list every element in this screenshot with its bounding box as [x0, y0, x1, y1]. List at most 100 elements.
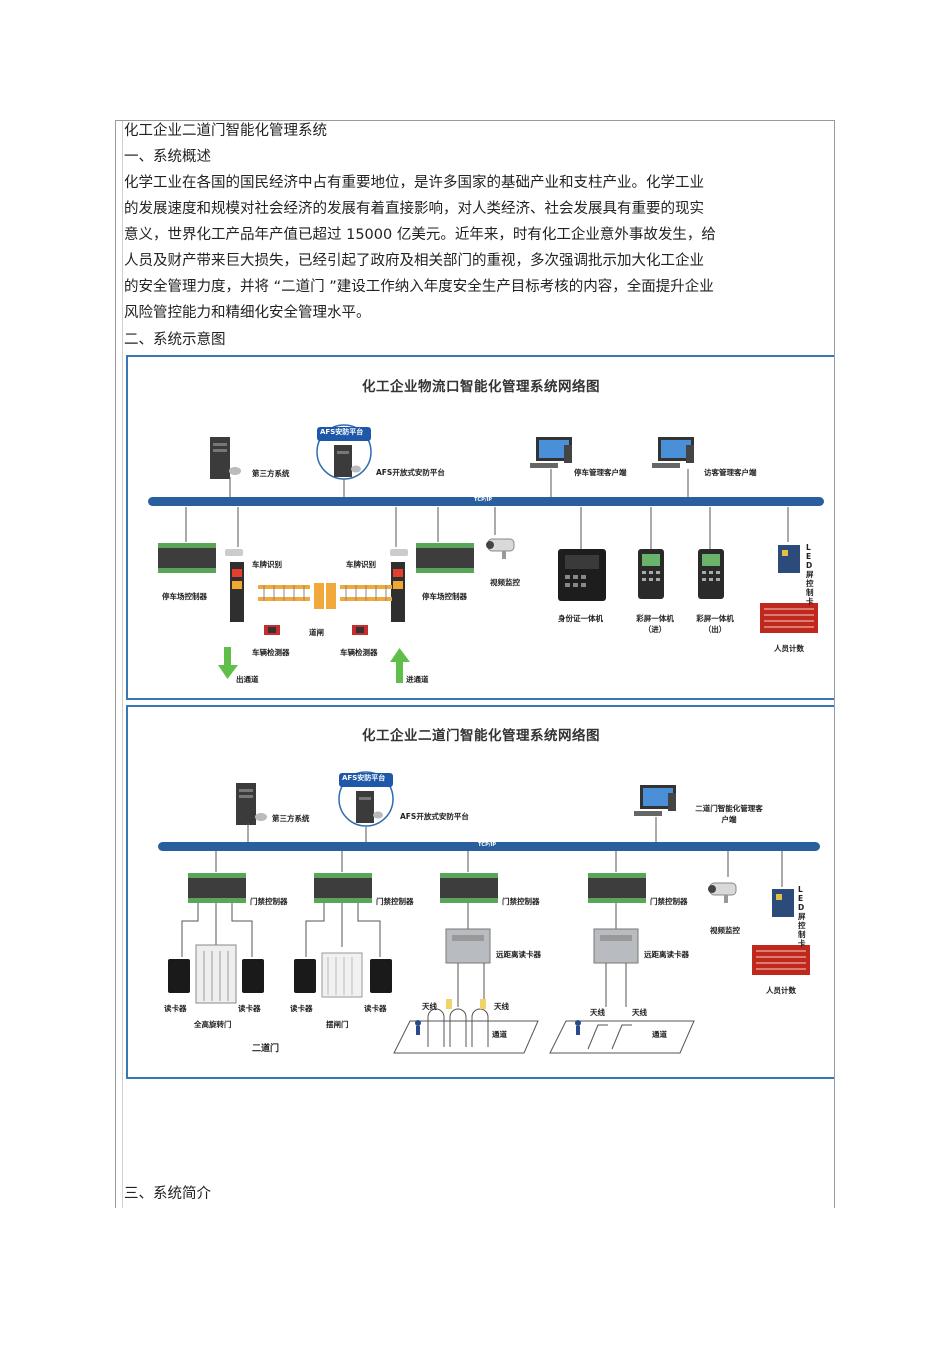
- long-range-reader-icon: [445, 928, 491, 964]
- color-terminal-in-icon: [638, 549, 664, 599]
- paragraph-line: 的发展速度和规模对社会经济的发展有着直接影响，对人类经济、社会发展具有重要的现实: [124, 201, 704, 217]
- antenna-label: 天线: [590, 1008, 605, 1017]
- camera-label: 视频监控: [490, 578, 520, 587]
- card-reader-icon: [294, 959, 316, 993]
- antenna-label: 天线: [632, 1008, 647, 1017]
- door-controller-label: 门禁控制器: [502, 897, 540, 906]
- computer-icon: [530, 437, 572, 468]
- id-machine-label: 身份证一体机: [558, 614, 603, 623]
- vehicle-detector-icon: [264, 625, 280, 635]
- plate-right-label: 车牌识别: [346, 560, 376, 569]
- platform-server-icon: [316, 424, 372, 480]
- section-heading-intro: 三、系统简介: [124, 1186, 211, 1202]
- server-icon: [210, 437, 241, 479]
- paragraph-line: 的安全管理力度，并将 “二道门 ”建设工作纳入年度安全生产目标考核的内容，全面提…: [124, 279, 714, 295]
- door-controller-icon: [440, 873, 498, 903]
- paragraph-line: 化学工业在各国的国民经济中占有重要地位，是许多国家的基础产业和支柱产业。化学工业: [124, 175, 704, 191]
- long-reader-label: 远距离读卡器: [496, 950, 541, 959]
- antenna-label: 天线: [422, 1002, 437, 1011]
- card-reader-icon: [168, 959, 190, 993]
- page-frame: [115, 120, 835, 1208]
- second-gate-label: 二道门: [252, 1044, 280, 1054]
- swing-gate-label: 摆闸门: [326, 1020, 349, 1029]
- computer-icon: [652, 437, 694, 468]
- platform-label: AFS开放式安防平台: [400, 812, 469, 821]
- platform-label: AFS开放式安防平台: [376, 468, 445, 477]
- paragraph-line: 风险管控能力和精细化安全管理水平。: [124, 305, 371, 321]
- reader-label: 读卡器: [238, 1004, 261, 1013]
- barrier-gate-icon: [258, 583, 392, 609]
- entry-arrow-icon: [390, 648, 410, 683]
- paragraph-line: 意义，世界化工产品年产值已超过 15000 亿美元。近年来，时有化工企业意外事故…: [124, 227, 716, 243]
- color-in-label: 彩屏一体机（进）: [636, 614, 674, 634]
- card-reader-icon: [242, 959, 264, 993]
- diagram-title: 化工企业物流口智能化管理系统网络图: [362, 379, 600, 395]
- passage-label: 通道: [652, 1030, 667, 1039]
- long-range-reader-icon: [593, 928, 639, 964]
- led-display-icon: [760, 603, 818, 633]
- long-reader-label: 远距离读卡器: [644, 950, 689, 959]
- platform-badge-label: AFS安防平台: [320, 428, 364, 436]
- diagram-graphics: [158, 771, 820, 1054]
- door-controller-label: 门禁控制器: [376, 897, 414, 906]
- vehicle-detector-icon: [352, 625, 368, 635]
- plate-left-label: 车牌识别: [252, 560, 282, 569]
- parking-controller-icon: [416, 543, 474, 573]
- door-controller-label: 门禁控制器: [650, 897, 688, 906]
- led-control-label: LED屏控制卡: [798, 885, 806, 948]
- parking-client-label: 停车管理客户端: [574, 468, 627, 477]
- led-display-icon: [752, 945, 810, 975]
- door-controller-icon: [588, 873, 646, 903]
- id-card-machine-icon: [558, 549, 606, 601]
- exit-arrow-icon: [218, 647, 238, 679]
- visitor-client-label: 访客管理客户端: [704, 468, 757, 477]
- paragraph-line: 人员及财产带来巨大损失，已经引起了政府及相关部门的重视，多次强调批示加大化工企业: [124, 253, 704, 269]
- platform-server-icon: [338, 771, 394, 827]
- detector-left-label: 车辆检测器: [252, 648, 290, 657]
- bus-label: TCP/IP: [474, 497, 493, 503]
- section-heading-diagram: 二、系统示意图: [124, 332, 226, 348]
- reader-label: 读卡器: [364, 1004, 387, 1013]
- barrier-label: 道闸: [309, 628, 324, 637]
- client-label: 二道门智能化管理客户端: [695, 804, 763, 824]
- camera-label: 视频监控: [710, 926, 740, 935]
- doc-title: 化工企业二道门智能化管理系统: [124, 123, 327, 139]
- third-party-label: 第三方系统: [252, 469, 290, 478]
- bus-label: TCP/IP: [478, 842, 497, 848]
- reader-label: 读卡器: [164, 1004, 187, 1013]
- card-reader-icon: [370, 959, 392, 993]
- exit-label: 出通道: [236, 675, 259, 684]
- color-out-label: 彩屏一体机（出）: [696, 614, 734, 634]
- door-controller-icon: [188, 873, 246, 903]
- people-count-label: 人员计数: [766, 986, 796, 995]
- color-terminal-out-icon: [698, 549, 724, 599]
- led-control-label: LED屏控制卡: [806, 543, 814, 606]
- platform-badge-label: AFS安防平台: [342, 774, 386, 782]
- antenna-label: 天线: [494, 1002, 509, 1011]
- section-heading-overview: 一、系统概述: [124, 149, 211, 165]
- full-turnstile-label: 全高旋转门: [194, 1020, 232, 1029]
- controller-left-label: 停车场控制器: [162, 592, 207, 601]
- entry-label: 进通道: [406, 675, 429, 684]
- people-count-label: 人员计数: [774, 644, 804, 653]
- plate-recognition-icon: [390, 549, 408, 622]
- second-gate-network-diagram: 化工企业二道门智能化管理系统网络图: [126, 705, 834, 1079]
- parking-controller-icon: [158, 543, 216, 573]
- video-camera-icon: [486, 538, 515, 559]
- led-control-card-icon: [778, 545, 800, 573]
- logistics-network-diagram: 化工企业物流口智能化管理系统网络图: [126, 355, 834, 700]
- person-icon: [415, 1020, 421, 1035]
- server-icon: [236, 783, 267, 825]
- video-camera-icon: [708, 882, 737, 903]
- detector-right-label: 车辆检测器: [340, 648, 378, 657]
- passage-platform-icon: [549, 963, 695, 1054]
- door-controller-label: 门禁控制器: [250, 897, 288, 906]
- passage-label: 通道: [492, 1030, 507, 1039]
- door-controller-icon: [314, 873, 372, 903]
- plate-recognition-icon: [225, 549, 244, 622]
- diagram-graphics: [148, 424, 824, 683]
- diagram-title: 化工企业二道门智能化管理系统网络图: [362, 728, 600, 744]
- swing-gate-icon: [321, 952, 363, 998]
- person-icon: [575, 1020, 581, 1035]
- network-bus: [148, 497, 824, 506]
